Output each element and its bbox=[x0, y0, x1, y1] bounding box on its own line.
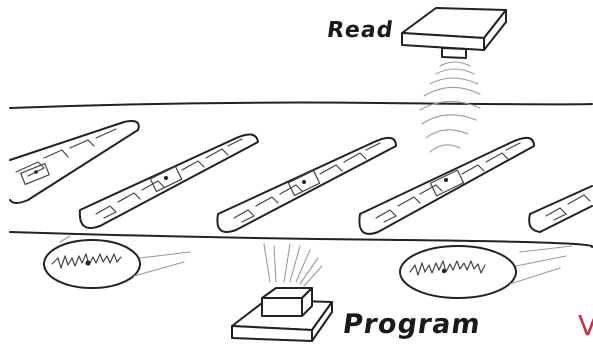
tags bbox=[9, 120, 593, 235]
tag-partial-right bbox=[528, 185, 593, 233]
roller-left bbox=[43, 235, 191, 289]
read-label: Read bbox=[325, 18, 396, 43]
programmer-waves bbox=[263, 243, 323, 287]
edge-label-fragment: V bbox=[578, 309, 593, 342]
reader-device bbox=[401, 7, 507, 59]
programmer-device bbox=[231, 287, 333, 342]
reader-waves bbox=[419, 61, 481, 153]
belt-bottom-edge bbox=[9, 231, 593, 248]
roller-right bbox=[399, 245, 573, 299]
tag-partial-left bbox=[9, 120, 140, 204]
program-label: Program bbox=[340, 309, 483, 340]
tag-1 bbox=[78, 133, 259, 229]
tag-2 bbox=[216, 136, 397, 233]
belt-top-edge bbox=[9, 101, 593, 109]
tag-3 bbox=[358, 136, 535, 235]
